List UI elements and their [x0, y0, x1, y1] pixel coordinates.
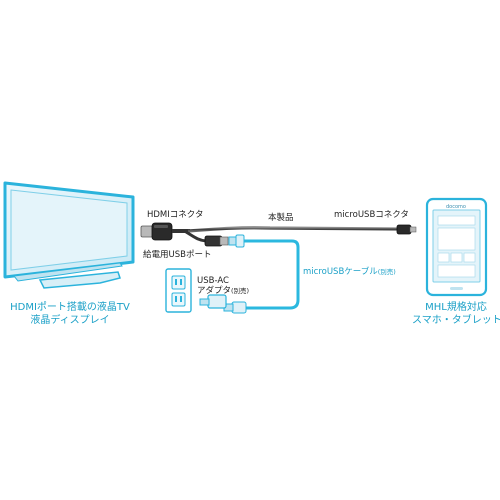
- micro-usb-cable-text: microUSBケーブル: [303, 267, 378, 277]
- usb-female-port: [204, 235, 229, 247]
- smartphone: [425, 197, 488, 297]
- micro-usb-cable-label: microUSBケーブル(別売): [303, 267, 396, 277]
- main-cable: [187, 226, 399, 233]
- blue-micro-usb-cable: [223, 234, 300, 314]
- phone-screen-text: docomo: [446, 204, 466, 210]
- micro-usb-connector-label: microUSBコネクタ: [334, 210, 409, 220]
- wall-outlet: [165, 268, 192, 313]
- product-label: 本製品: [268, 213, 294, 223]
- tv-caption-line1: HDMIポート搭載の液晶TV: [10, 302, 130, 313]
- micro-usb-cable-note: (別売): [377, 268, 396, 276]
- adapter-text: アダプタ: [197, 286, 232, 296]
- adapter-label: アダプタ(別売): [197, 286, 250, 296]
- phone-caption-line1: MHL規格対応: [425, 302, 487, 313]
- phone-caption: MHL規格対応 スマホ・タブレット: [412, 301, 500, 327]
- power-usb-cable: [185, 230, 207, 243]
- phone-caption-line2: スマホ・タブレット: [412, 315, 500, 326]
- tv-caption: HDMIポート搭載の液晶TV 液晶ディスプレイ: [2, 301, 138, 327]
- usb-ac-label: USB-AC: [197, 276, 229, 286]
- hdmi-plug: [140, 222, 173, 241]
- usb-ac-adapter: [199, 294, 227, 309]
- tv-monitor: [3, 181, 135, 289]
- hdmi-connector-label: HDMIコネクタ: [147, 210, 204, 220]
- micro-usb-plug: [396, 224, 417, 235]
- tv-caption-line2: 液晶ディスプレイ: [30, 315, 110, 326]
- power-usb-port-label: 給電用USBポート: [143, 250, 212, 260]
- adapter-note: (別売): [231, 287, 250, 295]
